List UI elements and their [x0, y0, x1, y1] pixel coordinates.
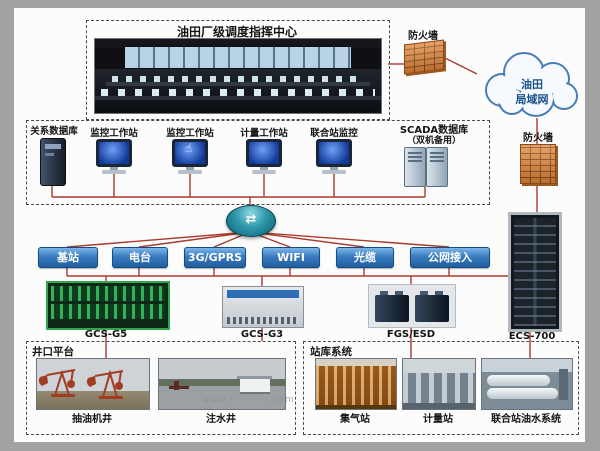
link-wifi: WIFI	[262, 247, 320, 268]
equipment-cylinders	[403, 373, 475, 403]
gas-station-label: 集气站	[340, 414, 370, 425]
control-room-monitor-row-1	[112, 76, 364, 82]
control-room-desk-2	[95, 95, 381, 101]
workstations-box	[26, 120, 490, 205]
workstation-1-label: 监控工作站	[90, 128, 138, 139]
control-room-screen-wall	[123, 46, 353, 70]
gcs-g5-label: GCS-G5	[84, 329, 128, 340]
ecs-700-cabinet-image	[508, 212, 562, 332]
control-room-photo	[94, 38, 382, 114]
lan-cloud: 油田 局域网	[485, 52, 578, 117]
hand-cursor-icon: ☝	[185, 141, 193, 155]
storage-tank	[487, 375, 551, 386]
monitor-icon	[316, 139, 352, 174]
monitor-icon	[246, 139, 282, 174]
link-public-net: 公网接入	[410, 247, 490, 268]
monitor-icon	[96, 139, 132, 174]
device-top-strip	[227, 290, 299, 298]
link-fiber: 光缆	[336, 247, 394, 268]
link-3g-gprs: 3G/GPRS	[184, 247, 246, 268]
monitor-neck	[186, 167, 194, 170]
fgs-esd-label: FGS/ESD	[386, 329, 436, 340]
storage-tank	[487, 388, 558, 399]
firewall-top-label: 防火墙	[408, 31, 438, 42]
workstation-2-label: 监控工作站	[166, 128, 214, 139]
wellhead-box-title: 井口平台	[32, 346, 74, 358]
gcs-g3-label: GCS-G3	[240, 329, 284, 340]
watermark: www.··········.com	[202, 395, 295, 405]
monitor-base	[322, 170, 346, 174]
device-terminal-row	[227, 317, 299, 324]
union-station-photo	[481, 358, 573, 410]
link-base-station: 基站	[38, 247, 98, 268]
wellhead-box	[26, 341, 296, 435]
station-box-title: 站库系统	[310, 346, 352, 358]
monitor-neck	[330, 167, 338, 170]
cabinet-modules	[514, 218, 556, 326]
monitor-neck	[260, 167, 268, 170]
battery-unit	[415, 291, 449, 322]
router-icon: ⇄	[226, 205, 276, 237]
injection-well-photo	[158, 358, 286, 410]
battery-unit	[375, 291, 409, 322]
treeline	[159, 379, 285, 386]
workstation-4-label: 联合站监控	[310, 128, 358, 139]
monitor-screen	[172, 139, 208, 167]
monitor-screen	[246, 139, 282, 167]
wellhead-pipe	[169, 385, 190, 389]
control-room-monitor-row-2	[100, 89, 376, 96]
control-room-desk-1	[106, 81, 370, 86]
scada-server-icon	[426, 147, 448, 187]
monitor-base	[102, 170, 126, 174]
router-arrows-icon: ⇄	[245, 212, 257, 227]
union-station-label: 联合站油水系统	[491, 414, 561, 425]
pumpjack-photo	[36, 358, 150, 410]
firewall-right-label: 防火墙	[523, 133, 553, 144]
gcs-g5-rack-image	[46, 281, 170, 330]
scada-server-icon	[404, 147, 426, 187]
link-radio: 电台	[112, 247, 168, 268]
database-label: 关系数据库	[30, 126, 78, 137]
database-tower-icon	[40, 138, 66, 186]
monitor-base	[178, 170, 202, 174]
cloud-label-line1: 油田	[521, 77, 543, 91]
scada-db-sublabel: （双机备用）	[406, 136, 461, 146]
monitor-screen	[96, 139, 132, 167]
rack-module-row	[51, 286, 165, 301]
gas-station-photo	[315, 358, 397, 410]
building	[239, 379, 270, 394]
base	[316, 405, 396, 409]
command-center-box	[86, 20, 390, 120]
sky	[403, 359, 475, 373]
building-roof	[237, 375, 273, 379]
monitor-icon: ☝	[172, 139, 208, 174]
ecs-700-label: ECS-700	[508, 331, 556, 342]
scada-db-label: SCADA数据库	[399, 125, 469, 136]
command-center-title: 油田厂级调度指挥中心	[176, 25, 297, 39]
firewall-top-icon	[404, 39, 444, 75]
injection-well-label: 注水井	[206, 414, 236, 425]
workstation-3-label: 计量工作站	[240, 128, 288, 139]
base	[403, 403, 475, 409]
pumpjack-silhouettes	[38, 369, 124, 399]
station-box	[303, 341, 579, 435]
monitor-base	[252, 170, 276, 174]
monitor-screen	[316, 139, 352, 167]
metering-station-photo	[402, 358, 476, 410]
monitor-neck	[110, 167, 118, 170]
rack-module-row	[51, 304, 165, 319]
metering-station-label: 计量站	[423, 414, 453, 425]
control-room-ceiling	[95, 39, 381, 48]
sky	[482, 359, 572, 372]
tower-structure	[559, 369, 569, 400]
sky	[316, 359, 396, 366]
cloud-label-line2: 局域网	[515, 92, 549, 106]
firewall-right-icon	[520, 144, 556, 184]
pipes	[316, 366, 396, 405]
gcs-g3-device-image	[222, 286, 304, 328]
pumpjack-well-label: 抽油机井	[72, 414, 112, 425]
fgs-esd-image	[368, 284, 456, 328]
